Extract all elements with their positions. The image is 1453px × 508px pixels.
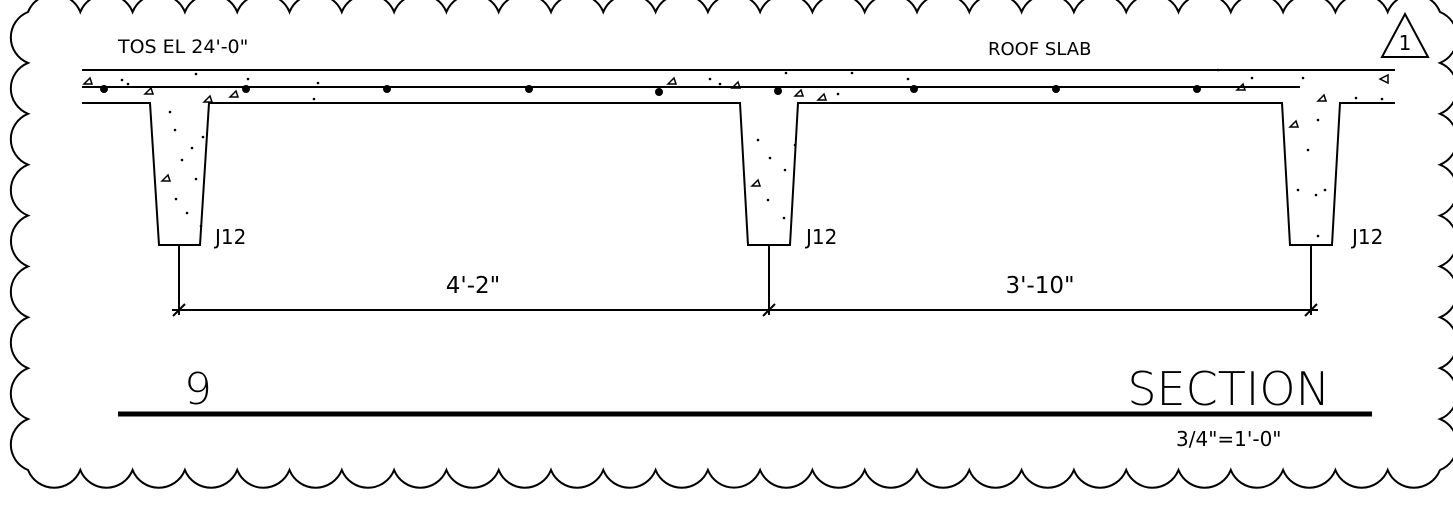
revision-number: 1	[1399, 31, 1412, 55]
elevation-label: TOS EL 24'-0"	[117, 36, 248, 58]
revision-delta: 1	[1380, 11, 1430, 58]
aggregate-dots	[120, 68, 1384, 238]
joist-label-1: J12	[213, 225, 246, 249]
scale-label: 3/4"=1'-0"	[1176, 427, 1282, 451]
slab-label: ROOF SLAB	[988, 39, 1091, 60]
detail-number: 9	[184, 364, 212, 415]
section-title: SECTION	[1127, 362, 1330, 416]
revision-cloud	[9, 0, 1453, 489]
dimension-lines	[172, 246, 1318, 317]
dimension-right: 3'-10"	[1005, 273, 1074, 299]
roof-slab	[82, 69, 1395, 246]
joist-label-3: J12	[1350, 225, 1383, 249]
concrete-hatch	[82, 73, 1389, 187]
joist-label-2: J12	[804, 225, 837, 249]
dimension-left: 4'-2"	[446, 273, 500, 299]
rebar-dots	[100, 85, 1201, 96]
